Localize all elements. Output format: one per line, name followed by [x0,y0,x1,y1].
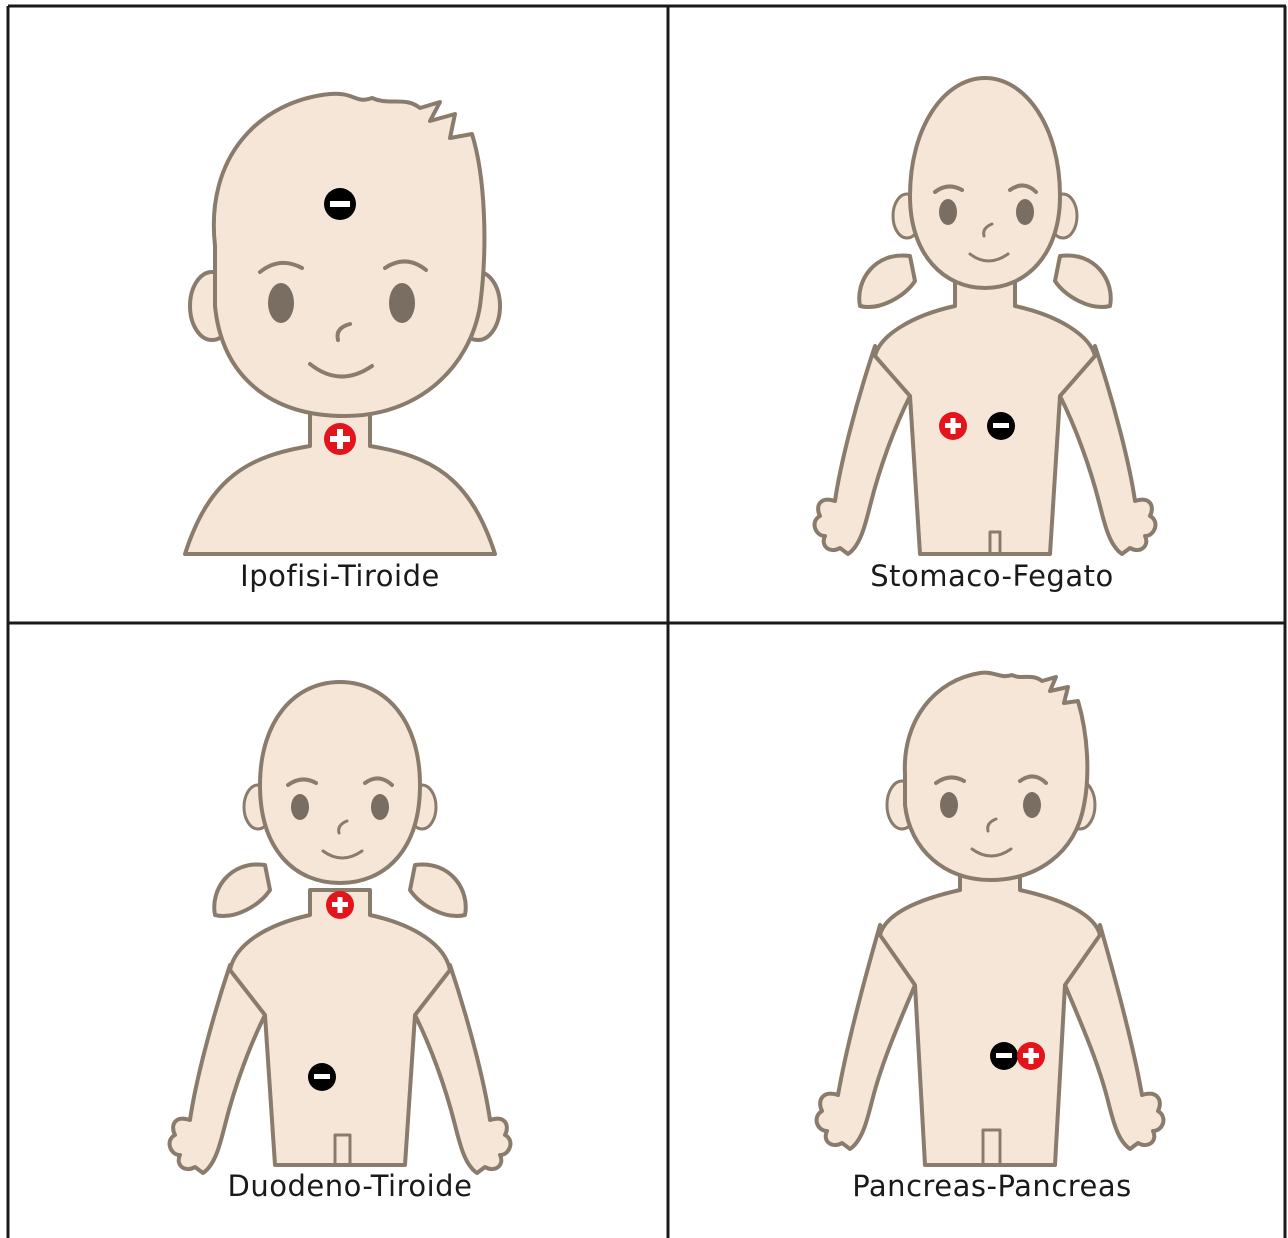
panel-label: Duodeno-Tiroide [228,1169,473,1203]
positive-marker-icon [324,423,356,455]
girl-head [260,682,420,883]
panel-duodeno-tiroide: Duodeno-Tiroide [10,625,666,1238]
left-eye [291,794,309,820]
panel-pancreas-pancreas: Pancreas-Pancreas [670,625,1285,1238]
boy-head [214,94,485,416]
girl-head [910,78,1060,288]
boy-head [905,673,1088,880]
negative-marker-icon [308,1063,336,1091]
panel-ipofisi-tiroide: Ipofisi-Tiroide [10,6,666,621]
left-eye [940,792,958,818]
negative-marker-icon [990,1042,1018,1070]
right-eye [1023,792,1041,818]
torso [880,865,1100,1165]
left-eye [939,199,957,225]
positive-marker-icon [939,412,967,440]
panel-label: Ipofisi-Tiroide [240,559,440,593]
negative-marker-icon [324,188,356,220]
positive-marker-icon [1017,1042,1045,1070]
right-pigtail [410,864,466,916]
boy-head-figure [10,6,666,621]
right-eye [371,794,389,820]
left-eye [268,283,294,323]
right-eye [389,283,415,323]
panel-label: Pancreas-Pancreas [852,1169,1132,1203]
right-eye [1016,199,1034,225]
girl-figure [10,625,666,1238]
positive-marker-icon [326,891,354,919]
boy-figure [670,625,1285,1238]
left-pigtail [214,864,270,916]
torso [230,890,450,1165]
negative-marker-icon [987,412,1015,440]
left-pigtail [859,255,915,307]
girl-figure [670,6,1285,621]
panel-stomaco-fegato: Stomaco-Fegato [670,6,1285,621]
torso [875,276,1095,554]
right-pigtail [1055,255,1111,307]
panel-label: Stomaco-Fegato [870,559,1113,593]
